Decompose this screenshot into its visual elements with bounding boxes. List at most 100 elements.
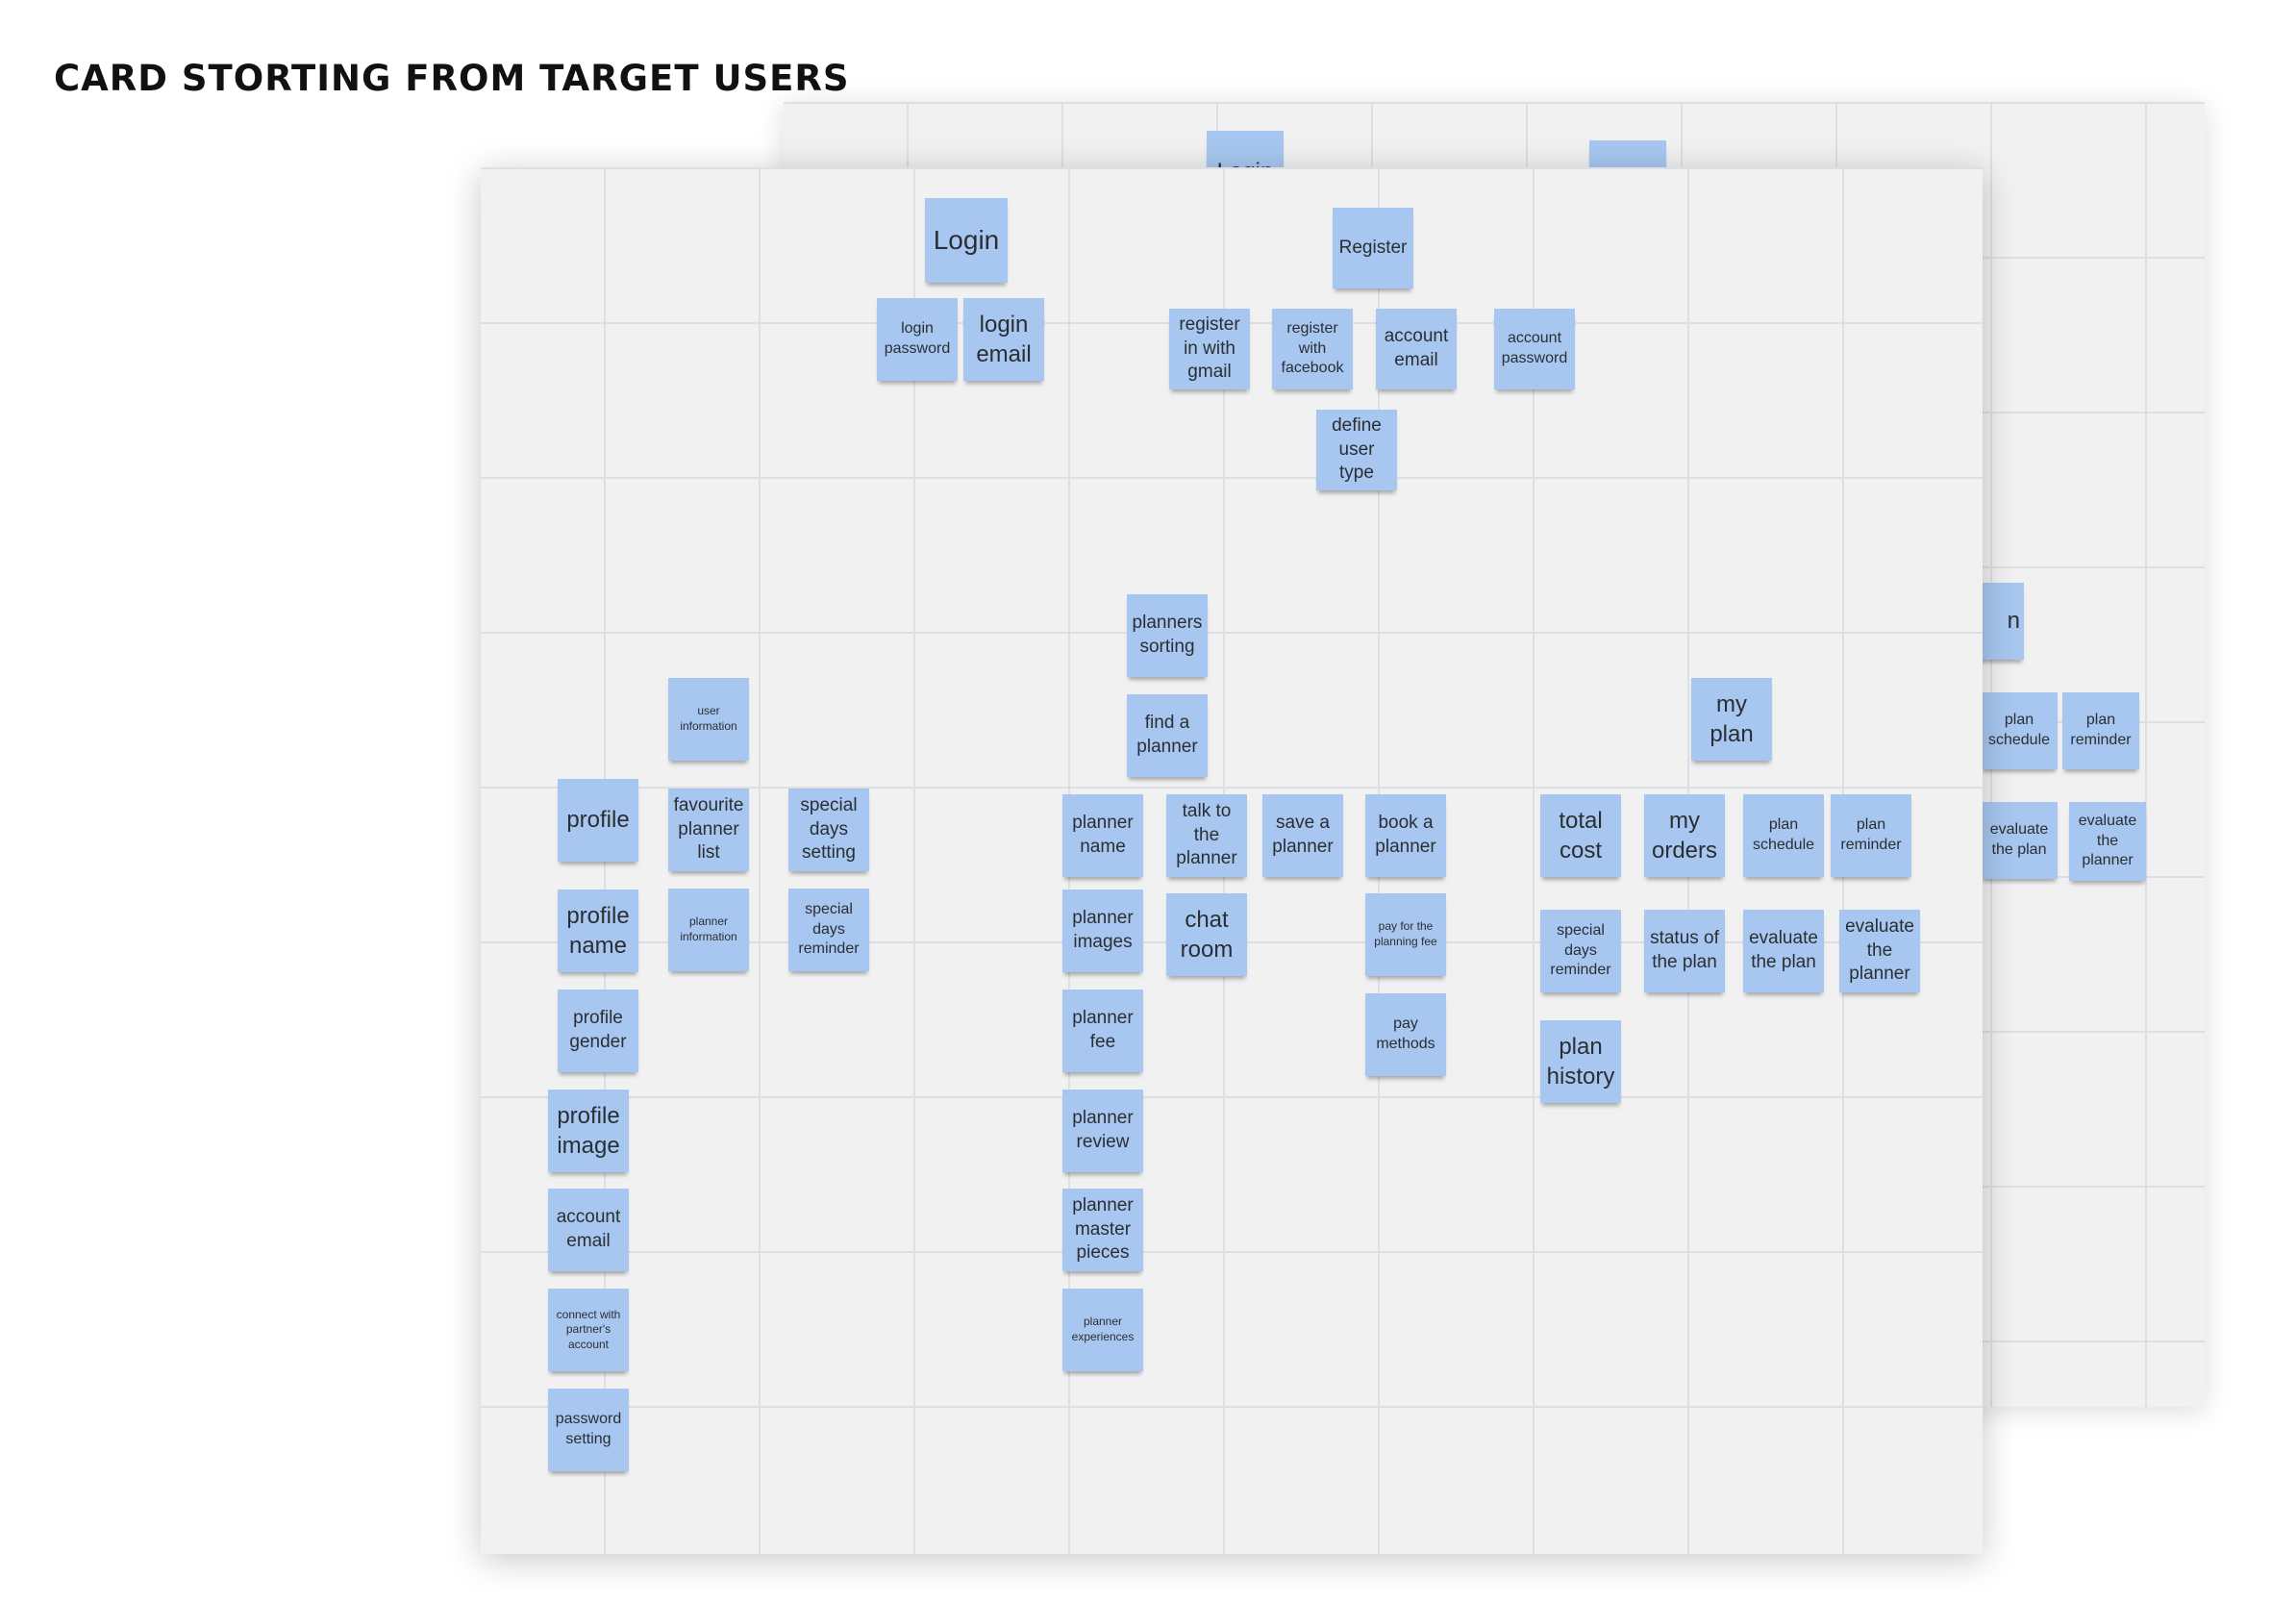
sticky-note-profile-name[interactable]: profile name xyxy=(558,890,638,972)
sticky-note-text: register in with gmail xyxy=(1179,313,1240,383)
sticky-note-special-days-reminder[interactable]: special days reminder xyxy=(788,889,869,971)
sticky-note-text: register with facebook xyxy=(1281,319,1344,377)
sticky-note-text: pay methods xyxy=(1376,1015,1435,1052)
sticky-note-text: planner name xyxy=(1072,813,1134,857)
sticky-note-back-evaluate-plan[interactable]: evaluate the plan xyxy=(1981,802,2058,879)
sticky-note-text: plan schedule xyxy=(1752,816,1815,853)
sticky-note-text: evaluate the planner xyxy=(2078,812,2137,869)
sticky-note-planners-sorting[interactable]: planners sorting xyxy=(1127,594,1208,677)
sticky-note-account-email-profile[interactable]: account email xyxy=(548,1189,629,1271)
sticky-note-profile-gender[interactable]: profile gender xyxy=(558,990,638,1072)
sticky-note-text: login password xyxy=(884,320,951,357)
sticky-note-text: login email xyxy=(976,311,1032,367)
sticky-note-back-plan-schedule[interactable]: plan schedule xyxy=(1981,692,2058,769)
sticky-note-my-orders[interactable]: my orders xyxy=(1644,794,1725,877)
sticky-note-text: user information xyxy=(680,704,737,733)
sticky-note-planner-information[interactable]: planner information xyxy=(668,889,749,971)
sticky-note-text: status of the plan xyxy=(1650,928,1719,972)
sticky-note-chat-room[interactable]: chat room xyxy=(1166,893,1247,976)
sticky-note-text: planner review xyxy=(1072,1108,1134,1152)
sticky-note-back-plan-reminder[interactable]: plan reminder xyxy=(2062,692,2139,769)
sticky-note-text: planner information xyxy=(680,915,737,943)
sticky-note-text: account email xyxy=(1384,326,1449,370)
sticky-note-text: account password xyxy=(1501,330,1568,366)
sticky-note-planner-experiences[interactable]: planner experiences xyxy=(1062,1289,1143,1371)
sticky-note-text: profile gender xyxy=(569,1008,627,1052)
sticky-note-register-gmail[interactable]: register in with gmail xyxy=(1169,309,1250,389)
sticky-note-text: Login xyxy=(933,224,1000,255)
sticky-note-evaluate-the-planner[interactable]: evaluate the planner xyxy=(1839,910,1920,992)
sticky-note-text: plan reminder xyxy=(2070,712,2132,748)
sticky-note-text: evaluate the plan xyxy=(1989,821,2049,858)
sticky-note-planner-review[interactable]: planner review xyxy=(1062,1090,1143,1172)
sticky-note-planner-name[interactable]: planner name xyxy=(1062,794,1143,877)
sticky-note-user-information[interactable]: user information xyxy=(668,678,749,761)
page-title: CARD STORTING FROM TARGET USERS xyxy=(54,58,850,99)
sticky-note-connect-partner[interactable]: connect with partner's account xyxy=(548,1289,629,1371)
sticky-note-book-a-planner[interactable]: book a planner xyxy=(1365,794,1446,877)
sticky-note-plan-schedule[interactable]: plan schedule xyxy=(1743,794,1824,877)
sticky-note-text: planner experiences xyxy=(1071,1315,1135,1343)
sticky-note-pay-methods[interactable]: pay methods xyxy=(1365,993,1446,1076)
sticky-note-total-cost[interactable]: total cost xyxy=(1540,794,1621,877)
sticky-note-talk-to-the-planner[interactable]: talk to the planner xyxy=(1166,794,1247,877)
sticky-note-login-password[interactable]: login password xyxy=(877,298,958,381)
sticky-note-evaluate-the-plan[interactable]: evaluate the plan xyxy=(1743,910,1824,992)
sticky-note-text: chat room xyxy=(1180,906,1234,963)
sticky-note-text: book a planner xyxy=(1375,813,1436,857)
sticky-note-text: planner master pieces xyxy=(1072,1194,1134,1264)
sticky-note-text: Register xyxy=(1338,237,1408,258)
sticky-note-text: my plan xyxy=(1710,690,1754,747)
sticky-note-login[interactable]: Login xyxy=(925,198,1008,283)
sticky-note-profile-image[interactable]: profile image xyxy=(548,1090,629,1172)
sticky-note-planner-images[interactable]: planner images xyxy=(1062,890,1143,972)
sticky-note-back-evaluate-planner[interactable]: evaluate the planner xyxy=(2069,802,2146,881)
sticky-note-text: special days reminder xyxy=(798,900,860,958)
sticky-note-register[interactable]: Register xyxy=(1333,208,1413,288)
sticky-note-text: plan history xyxy=(1546,1033,1615,1090)
sticky-note-special-days-reminder-plan[interactable]: special days reminder xyxy=(1540,910,1621,992)
sticky-note-text: profile image xyxy=(557,1102,620,1159)
sticky-note-special-days-setting[interactable]: special days setting xyxy=(788,789,869,871)
sticky-note-text: planner images xyxy=(1072,908,1134,952)
sticky-note-text: plan schedule xyxy=(1987,712,2051,748)
sticky-note-text: profile name xyxy=(566,902,630,959)
sticky-note-status-of-the-plan[interactable]: status of the plan xyxy=(1644,910,1725,992)
sticky-note-text: special days setting xyxy=(800,794,858,864)
sticky-note-define-user-type[interactable]: define user type xyxy=(1316,410,1397,490)
sticky-note-text: special days reminder xyxy=(1550,921,1611,979)
sticky-note-planner-master-pieces[interactable]: planner master pieces xyxy=(1062,1189,1143,1271)
sticky-note-password-setting[interactable]: password setting xyxy=(548,1389,629,1471)
sticky-note-login-email[interactable]: login email xyxy=(963,298,1044,381)
sticky-note-text: plan reminder xyxy=(1840,816,1902,853)
sticky-note-text: total cost xyxy=(1559,807,1603,864)
sticky-note-text: evaluate the plan xyxy=(1749,928,1818,972)
sticky-note-text: save a planner xyxy=(1272,813,1334,857)
sticky-note-text: find a planner xyxy=(1136,713,1198,757)
sticky-note-save-a-planner[interactable]: save a planner xyxy=(1262,794,1343,877)
sticky-note-text: n xyxy=(2007,608,2020,635)
front-card-sorting-board: Login login password login email Registe… xyxy=(481,167,1983,1554)
sticky-note-plan-reminder[interactable]: plan reminder xyxy=(1831,794,1911,877)
sticky-note-favourite-planner-list[interactable]: favourite planner list xyxy=(668,789,749,871)
sticky-note-planner-fee[interactable]: planner fee xyxy=(1062,990,1143,1072)
sticky-note-text: define user type xyxy=(1332,414,1382,484)
sticky-note-text: profile xyxy=(566,807,630,834)
sticky-note-text: pay for the planning fee xyxy=(1374,919,1437,948)
sticky-note-text: my orders xyxy=(1651,807,1718,864)
sticky-note-account-email[interactable]: account email xyxy=(1376,309,1457,389)
sticky-note-find-a-planner[interactable]: find a planner xyxy=(1127,694,1208,777)
sticky-note-text: talk to the planner xyxy=(1176,800,1237,869)
sticky-note-text: evaluate the planner xyxy=(1845,915,1914,985)
sticky-note-my-plan[interactable]: my plan xyxy=(1691,678,1772,761)
sticky-note-text: password setting xyxy=(555,1411,622,1447)
sticky-note-text: planners sorting xyxy=(1132,613,1203,657)
sticky-note-text: connect with partner's account xyxy=(556,1307,621,1351)
sticky-note-pay-planning-fee[interactable]: pay for the planning fee xyxy=(1365,893,1446,976)
sticky-note-account-password[interactable]: account password xyxy=(1494,309,1575,389)
sticky-note-register-facebook[interactable]: register with facebook xyxy=(1272,309,1353,389)
sticky-note-profile[interactable]: profile xyxy=(558,779,638,862)
sticky-note-plan-history[interactable]: plan history xyxy=(1540,1020,1621,1103)
sticky-note-text: planner fee xyxy=(1072,1008,1134,1052)
sticky-note-text: account email xyxy=(556,1207,621,1251)
